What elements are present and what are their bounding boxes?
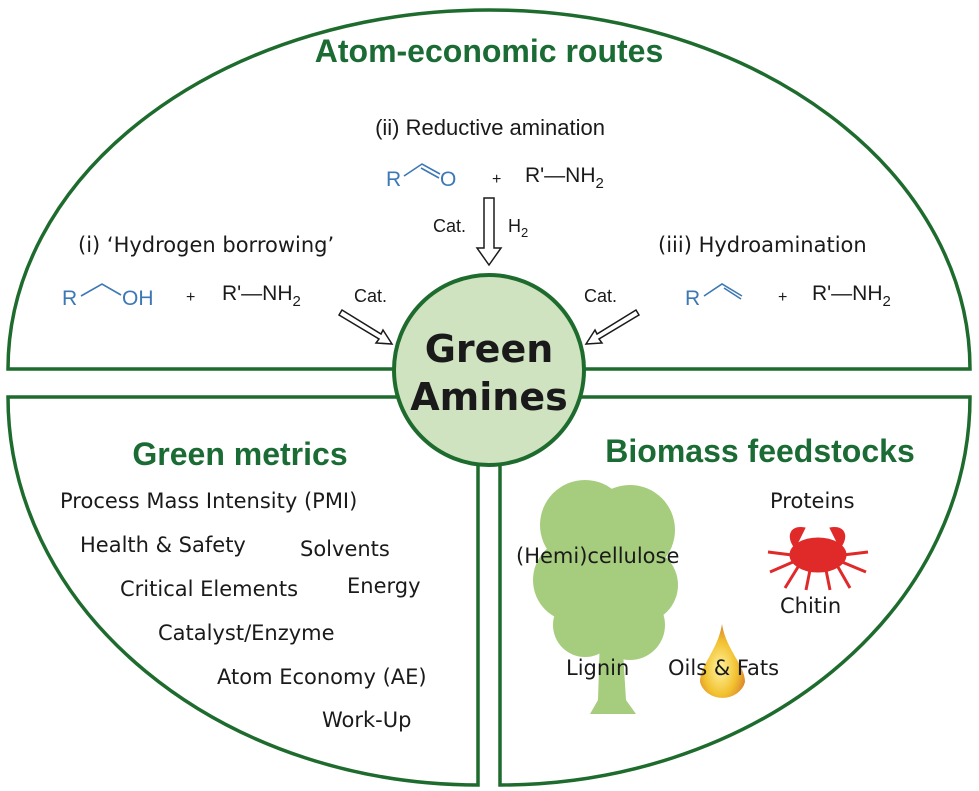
- r-group: R: [386, 168, 401, 191]
- catalyst-label: Cat.: [433, 216, 466, 236]
- top-panel: [6, 8, 972, 371]
- route-i-label: (i) ‘Hydrogen borrowing’: [78, 233, 334, 257]
- metric-item: Work-Up: [322, 708, 411, 732]
- arrow-diagonal-icon: [337, 308, 394, 345]
- r-group: R: [685, 287, 700, 310]
- metric-item: Process Mass Intensity (PMI): [60, 489, 357, 513]
- plus-sign: +: [186, 289, 195, 306]
- alkene-structure: R: [685, 283, 743, 310]
- biomass-item: Lignin: [566, 656, 629, 680]
- alcohol-structure: R OH: [62, 283, 154, 310]
- plus-sign: +: [778, 289, 787, 306]
- metric-item: Critical Elements: [120, 577, 298, 601]
- metrics-title: Green metrics: [132, 436, 347, 472]
- biomass-title: Biomass feedstocks: [605, 433, 914, 469]
- biomass-item: Proteins: [770, 489, 855, 513]
- hub-line-1: Green: [425, 327, 554, 371]
- oil-drop-icon: [700, 624, 745, 698]
- amine-reagent: R'—NH2: [525, 164, 604, 192]
- aldehyde-structure: R O: [386, 163, 456, 191]
- biomass-item: Oils & Fats: [668, 656, 779, 680]
- hydrogen-label: H2: [508, 216, 528, 240]
- tree-icon: [533, 480, 678, 714]
- metric-item: Health & Safety: [80, 533, 246, 557]
- hub-line-2: Amines: [410, 375, 567, 419]
- crab-icon: [767, 526, 869, 591]
- metric-item: Energy: [347, 574, 421, 598]
- hydroxyl-group: OH: [122, 287, 154, 310]
- route-iii-label: (iii) Hydroamination: [658, 233, 867, 257]
- route-ii-label: (ii) Reductive amination: [375, 115, 605, 140]
- oxygen-atom: O: [440, 168, 456, 191]
- metric-item: Solvents: [300, 537, 390, 561]
- bottom-left-panel: [6, 395, 480, 787]
- catalyst-label: Cat.: [584, 286, 617, 306]
- arrow-diagonal-icon: [584, 308, 641, 345]
- metric-item: Atom Economy (AE): [217, 665, 427, 689]
- top-title: Atom-economic routes: [315, 33, 663, 69]
- r-group: R: [62, 287, 77, 310]
- metric-item: Catalyst/Enzyme: [158, 621, 335, 645]
- amine-reagent: R'—NH2: [222, 282, 301, 310]
- amine-reagent: R'—NH2: [812, 282, 891, 310]
- biomass-item: Chitin: [780, 594, 841, 618]
- catalyst-label: Cat.: [354, 286, 387, 306]
- plus-sign: +: [492, 171, 501, 188]
- biomass-item: (Hemi)cellulose: [516, 544, 679, 568]
- green-amines-hub: [392, 273, 586, 467]
- arrow-down-icon: [475, 197, 503, 267]
